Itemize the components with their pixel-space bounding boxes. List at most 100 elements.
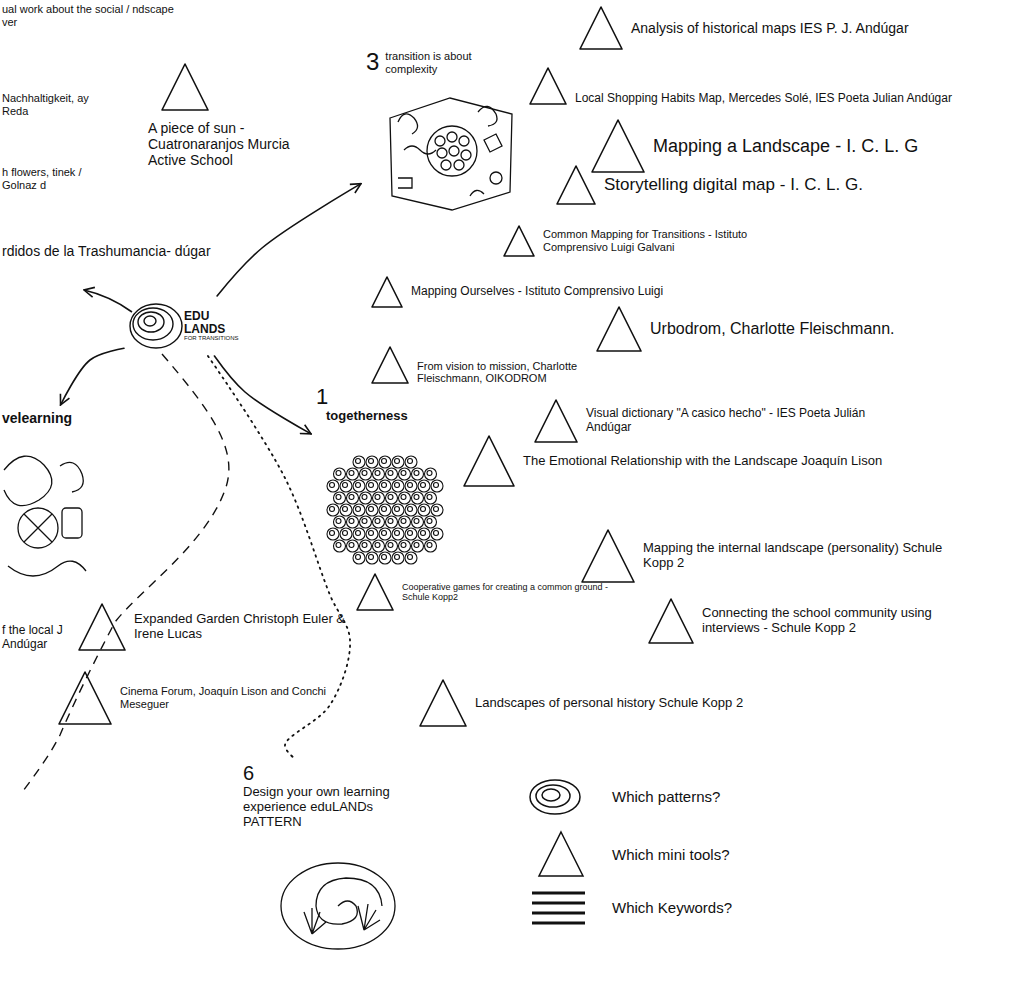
circle-core: [395, 483, 400, 488]
togetherness-illustration: [327, 456, 443, 564]
tool-label: The Emotional Relationship with the Land…: [523, 454, 882, 469]
circle-figure: [353, 528, 365, 540]
mini-tool-triangle: [555, 164, 597, 206]
circle-core: [356, 483, 361, 488]
circle-core: [330, 483, 335, 488]
circle-outline: [379, 528, 391, 540]
cropped-note: ual work about the social / ndscape ver: [2, 3, 177, 28]
circle-outline: [366, 528, 378, 540]
circle-outline: [405, 456, 417, 468]
circle-core: [343, 483, 348, 488]
cropped-note: Nachhaltigkeit, ay Reda: [2, 92, 102, 117]
circle-core: [414, 543, 419, 548]
circle-core: [382, 531, 387, 536]
circle-figure: [412, 540, 424, 552]
mini-tool-triangle: [370, 275, 404, 309]
tool-text-wrap: Connecting the school community using in…: [702, 606, 992, 636]
tool-text-wrap: Local Shopping Habits Map, Mercedes Solé…: [575, 92, 952, 106]
logo-text: EDU LANDS: [184, 310, 230, 335]
circle-figure: [399, 540, 411, 552]
triangle-outline: [357, 574, 393, 610]
circle-figure: [379, 528, 391, 540]
complexity-illustration: [390, 98, 512, 210]
circle-outline: [360, 516, 372, 528]
circle-outline: [340, 528, 352, 540]
circle-outline: [379, 480, 391, 492]
pattern-node: 6Design your own learning experience edu…: [243, 762, 415, 862]
circle-core: [421, 483, 426, 488]
circle-core: [434, 531, 439, 536]
circle-outline: [431, 480, 443, 492]
circle-core: [349, 543, 354, 548]
circle-outline: [373, 468, 385, 480]
circle-core: [382, 483, 387, 488]
circle-outline: [353, 480, 365, 492]
circle-outline: [399, 468, 411, 480]
circle-core: [362, 471, 367, 476]
legend-keyword-icon: [532, 893, 585, 923]
circle-outline: [347, 468, 359, 480]
circle-core: [427, 519, 432, 524]
circle-core: [369, 507, 374, 512]
tool-text-wrap: Cooperative games for creating a common …: [402, 582, 617, 603]
circle-outline: [425, 468, 437, 480]
circle-figure: [360, 516, 372, 528]
mini-tool-triangle: [57, 670, 113, 726]
circle-figure: [347, 540, 359, 552]
mini-tool: The Emotional Relationship with the Land…: [462, 434, 882, 488]
circle-core: [395, 555, 400, 560]
circle-outline: [327, 504, 339, 516]
circle-outline: [373, 540, 385, 552]
circle-outline: [347, 492, 359, 504]
circle-outline: [334, 468, 346, 480]
tool-label: Cinema Forum, Joaquín Lison and Conchi M…: [120, 685, 335, 710]
circle-core: [408, 555, 413, 560]
circle-outline: [412, 516, 424, 528]
circle-outline: [366, 456, 378, 468]
triangle-outline: [420, 680, 466, 726]
tool-text-wrap: Storytelling digital map - I. C. L. G.: [604, 175, 863, 195]
circle-core: [427, 543, 432, 548]
triangle-outline: [597, 307, 641, 351]
circle-figure: [392, 504, 404, 516]
logo-swirl: [130, 304, 182, 348]
circle-core: [375, 495, 380, 500]
mini-tool: Expanded Garden Christoph Euler & Irene …: [77, 602, 349, 652]
circle-core: [408, 459, 413, 464]
circle-figure: [425, 492, 437, 504]
mini-tool: Analysis of historical maps IES P. J. An…: [578, 5, 909, 51]
tool-text-wrap: Common Mapping for Transitions - Istitut…: [543, 228, 803, 253]
triangle-outline: [592, 120, 644, 172]
circle-core: [414, 519, 419, 524]
circle-outline: [366, 504, 378, 516]
circle-figure: [340, 480, 352, 492]
circle-core: [349, 471, 354, 476]
circle-figure: [425, 468, 437, 480]
circle-figure: [379, 504, 391, 516]
circle-outline: [399, 540, 411, 552]
circle-figure: [418, 480, 430, 492]
circle-core: [408, 507, 413, 512]
circle-outline: [405, 552, 417, 564]
tool-text-wrap: Analysis of historical maps IES P. J. An…: [631, 20, 909, 36]
circle-figure: [347, 492, 359, 504]
circle-core: [388, 519, 393, 524]
tool-text-wrap: The Emotional Relationship with the Land…: [523, 454, 882, 469]
circle-outline: [412, 540, 424, 552]
circle-core: [382, 507, 387, 512]
pattern-illustration: [281, 863, 395, 949]
circle-core: [349, 519, 354, 524]
cropped-note: h flowers, tinek / Golnaz d: [2, 166, 92, 191]
circle-outline: [340, 480, 352, 492]
circle-core: [401, 471, 406, 476]
tool-label: Mapping a Landscape - I. C. L. G: [653, 136, 918, 157]
tool-text-wrap: Visual dictionary "A casico hecho" - IES…: [586, 407, 876, 435]
mini-tool-triangle: [528, 66, 568, 106]
circle-figure: [353, 480, 365, 492]
legend-pattern-icon: [530, 780, 580, 814]
triangle-outline: [504, 226, 534, 256]
mini-tool: Urbodrom, Charlotte Fleischmann.: [595, 305, 895, 353]
legend-triangle-icon: [539, 832, 583, 876]
mini-tool-triangle: [590, 118, 646, 174]
